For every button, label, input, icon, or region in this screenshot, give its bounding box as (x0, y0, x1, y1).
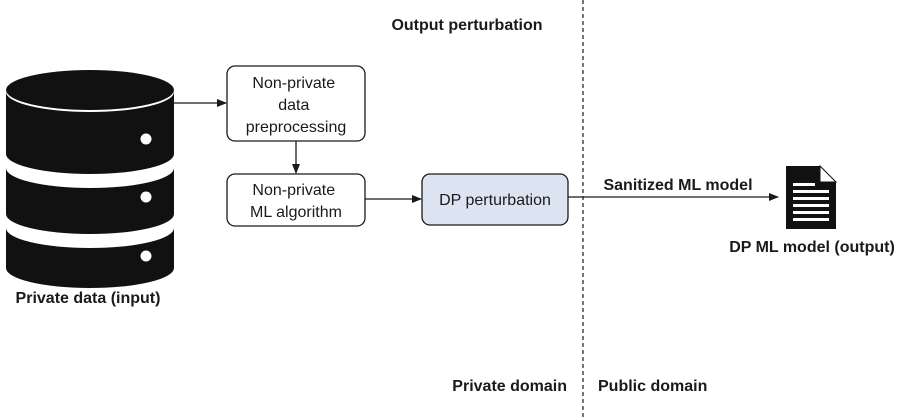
ml-algorithm-label: Non-private ML algorithm (250, 182, 342, 221)
private-domain-label: Private domain (452, 378, 567, 395)
document-icon (786, 164, 838, 229)
output-label: DP ML model (output) (729, 239, 895, 256)
diagram-title: Output perturbation (391, 17, 542, 34)
preprocessing-label: Non-private data preprocessing (246, 75, 347, 136)
public-domain-label: Public domain (598, 378, 707, 395)
sanitized-model-label: Sanitized ML model (603, 177, 752, 194)
dp-perturbation-box (421, 173, 569, 226)
dp-perturbation-label: DP perturbation (439, 192, 551, 209)
database-label: Private data (input) (16, 290, 161, 307)
ml-algorithm-box (226, 173, 366, 227)
database-icon (6, 70, 174, 288)
